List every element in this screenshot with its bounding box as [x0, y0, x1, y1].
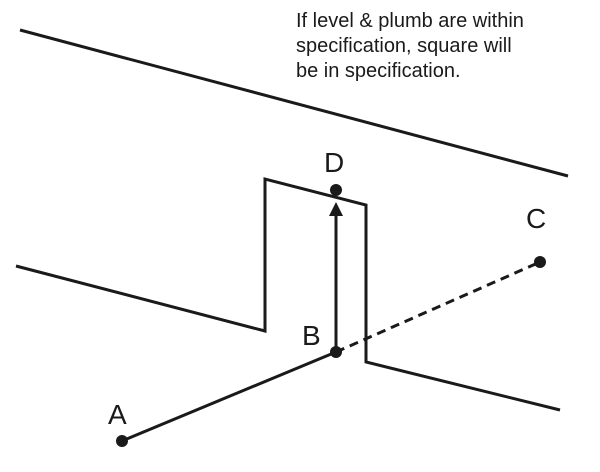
- note-line-2: specification, square will: [296, 35, 512, 57]
- label-d: D: [324, 147, 344, 178]
- point-a: [116, 435, 128, 447]
- label-a: A: [108, 399, 127, 430]
- point-b: [330, 346, 342, 358]
- point-c: [534, 256, 546, 268]
- point-d: [330, 184, 342, 196]
- left-wall-outline: [15, 177, 561, 412]
- note-line-1: If level & plumb are within: [296, 10, 524, 32]
- dashed-line-b-to-c: [335, 260, 541, 354]
- label-b: B: [302, 320, 321, 351]
- label-c: C: [526, 203, 546, 234]
- note-line-3: be in specification.: [296, 60, 461, 82]
- specification-note: If level & plumb are within specificatio…: [296, 9, 596, 84]
- top-wall-line: [19, 28, 569, 178]
- line-a-to-b: [121, 350, 337, 443]
